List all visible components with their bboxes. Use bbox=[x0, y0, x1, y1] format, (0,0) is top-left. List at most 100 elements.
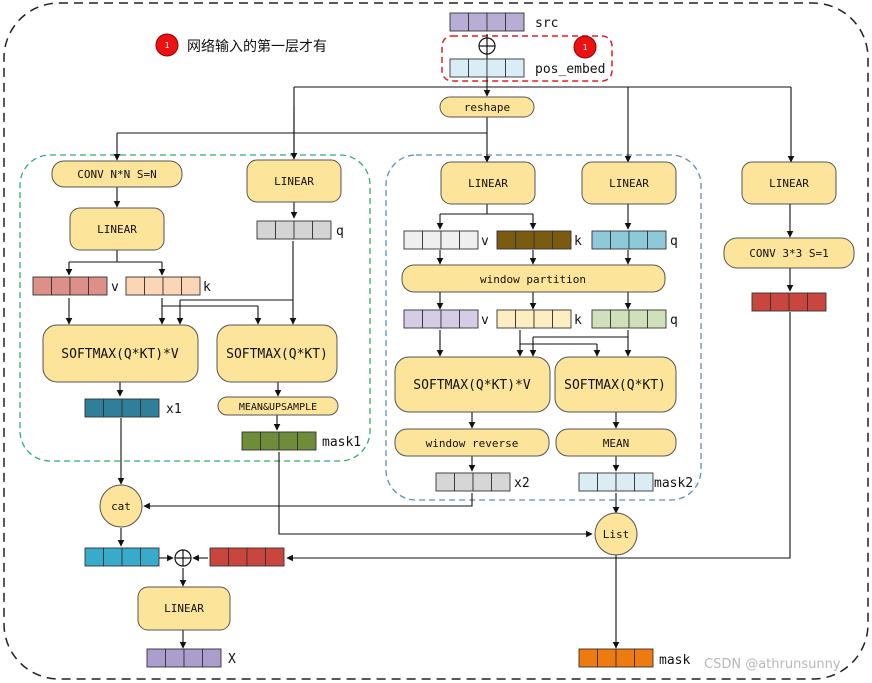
box-linear-g2: LINEAR bbox=[246, 159, 342, 203]
box-conv-nn: CONV N*N S=N bbox=[51, 160, 183, 188]
tensor-cell bbox=[246, 547, 266, 567]
label-v-window: v bbox=[481, 234, 489, 249]
label-cat: cat bbox=[111, 500, 131, 513]
tensor-mask2 bbox=[578, 472, 654, 492]
label-linear-b1: LINEAR bbox=[468, 177, 508, 190]
label-pos-embed: pos_embed bbox=[535, 62, 605, 77]
node-list: List bbox=[594, 512, 638, 556]
tensor-cell bbox=[472, 472, 492, 492]
tensor-k-partitioned bbox=[496, 309, 572, 329]
tensor-cell bbox=[591, 309, 611, 329]
box-softmax-v1: SOFTMAX(Q*KT)*V bbox=[42, 324, 199, 383]
tensor-cell bbox=[422, 230, 442, 250]
tensor-cell bbox=[533, 230, 553, 250]
label-X: X bbox=[228, 652, 236, 667]
tensor-cell bbox=[121, 547, 141, 567]
label-linear-r: LINEAR bbox=[769, 177, 809, 190]
tensor-cell bbox=[275, 220, 295, 240]
tensor-cell bbox=[628, 230, 648, 250]
tensor-cell bbox=[297, 431, 317, 451]
tensor-cell bbox=[468, 12, 488, 32]
tensor-cell bbox=[515, 309, 535, 329]
tensor-cell bbox=[533, 309, 553, 329]
pos-embed-badge bbox=[573, 35, 597, 59]
tensor-add-in bbox=[209, 547, 285, 567]
tensor-mask1 bbox=[241, 431, 317, 451]
label-linear-b2: LINEAR bbox=[609, 177, 649, 190]
tensor-cell bbox=[256, 220, 276, 240]
tensor-cell bbox=[597, 648, 617, 668]
tensor-cell bbox=[578, 472, 598, 492]
label-softmax-2: SOFTMAX(Q*KT) bbox=[564, 378, 666, 393]
tensor-cell bbox=[241, 431, 261, 451]
label-q-global: q bbox=[336, 224, 344, 239]
tensor-cell bbox=[610, 230, 630, 250]
label-q-partitioned: q bbox=[670, 313, 678, 328]
tensor-cell bbox=[84, 547, 104, 567]
label-x2: x2 bbox=[514, 476, 530, 491]
label-mask1: mask1 bbox=[322, 435, 361, 450]
label-x1: x1 bbox=[166, 402, 182, 417]
tensor-k-global bbox=[125, 276, 201, 296]
box-mean: MEAN bbox=[555, 428, 677, 457]
tensor-v-global bbox=[32, 276, 108, 296]
tensor-X-out bbox=[146, 648, 222, 668]
label-mask2: mask2 bbox=[654, 476, 693, 491]
tensor-cell bbox=[403, 309, 423, 329]
tensor-cell bbox=[260, 431, 280, 451]
box-conv33: CONV 3*3 S=1 bbox=[723, 237, 855, 269]
tensor-x1 bbox=[84, 398, 160, 418]
tensor-cell bbox=[459, 230, 479, 250]
label-softmax-1: SOFTMAX(Q*KT) bbox=[226, 347, 328, 362]
box-linear-r: LINEAR bbox=[741, 161, 837, 205]
tensor-cell bbox=[84, 398, 104, 418]
tensor-cell bbox=[591, 230, 611, 250]
tensor-conv-out bbox=[751, 292, 827, 312]
tensor-cell bbox=[69, 276, 89, 296]
tensor-cell bbox=[578, 648, 598, 668]
pos-embed-highlight bbox=[441, 35, 613, 82]
label-reshape: reshape bbox=[464, 101, 510, 114]
label-k-partitioned: k bbox=[574, 313, 582, 328]
label-conv-nn: CONV N*N S=N bbox=[77, 168, 156, 181]
tensor-cell bbox=[505, 58, 525, 78]
tensor-cell bbox=[162, 276, 182, 296]
tensor-cell bbox=[468, 58, 488, 78]
tensor-cell bbox=[496, 309, 516, 329]
box-softmax-2: SOFTMAX(Q*KT) bbox=[554, 356, 677, 413]
label-list: List bbox=[603, 528, 630, 541]
tensor-x2 bbox=[435, 472, 511, 492]
label-mask: mask bbox=[659, 653, 690, 668]
tensor-cell bbox=[486, 12, 506, 32]
label-mean: MEAN bbox=[603, 437, 630, 450]
tensor-cell bbox=[265, 547, 285, 567]
tensor-cell bbox=[628, 309, 648, 329]
tensor-cell bbox=[459, 309, 479, 329]
tensor-mask-out bbox=[578, 648, 654, 668]
tensor-cell bbox=[647, 309, 667, 329]
tensor-cell bbox=[209, 547, 229, 567]
tensor-v-partitioned bbox=[403, 309, 479, 329]
label-src: src bbox=[535, 16, 558, 31]
tensor-cell bbox=[440, 309, 460, 329]
tensor-cell bbox=[278, 431, 298, 451]
box-softmax-v2: SOFTMAX(Q*KT)*V bbox=[394, 356, 551, 413]
tensor-cell bbox=[165, 648, 185, 668]
tensor-cell bbox=[51, 276, 71, 296]
tensor-cell bbox=[491, 472, 511, 492]
box-window-partition: window partition bbox=[401, 264, 666, 293]
tensor-pos-embed bbox=[449, 58, 525, 78]
tensor-cell bbox=[146, 648, 166, 668]
tensor-cell bbox=[486, 58, 506, 78]
tensor-k-window bbox=[496, 230, 572, 250]
tensor-cell bbox=[440, 230, 460, 250]
pos-embed-badge-number: 1 bbox=[583, 43, 588, 52]
tensor-q-window bbox=[591, 230, 667, 250]
window-attention-region bbox=[385, 154, 702, 501]
tensor-src bbox=[449, 12, 525, 32]
tensor-cell bbox=[449, 12, 469, 32]
add-symbol-top bbox=[478, 37, 496, 55]
box-window-reverse: window reverse bbox=[394, 428, 550, 457]
tensor-cell bbox=[505, 12, 525, 32]
